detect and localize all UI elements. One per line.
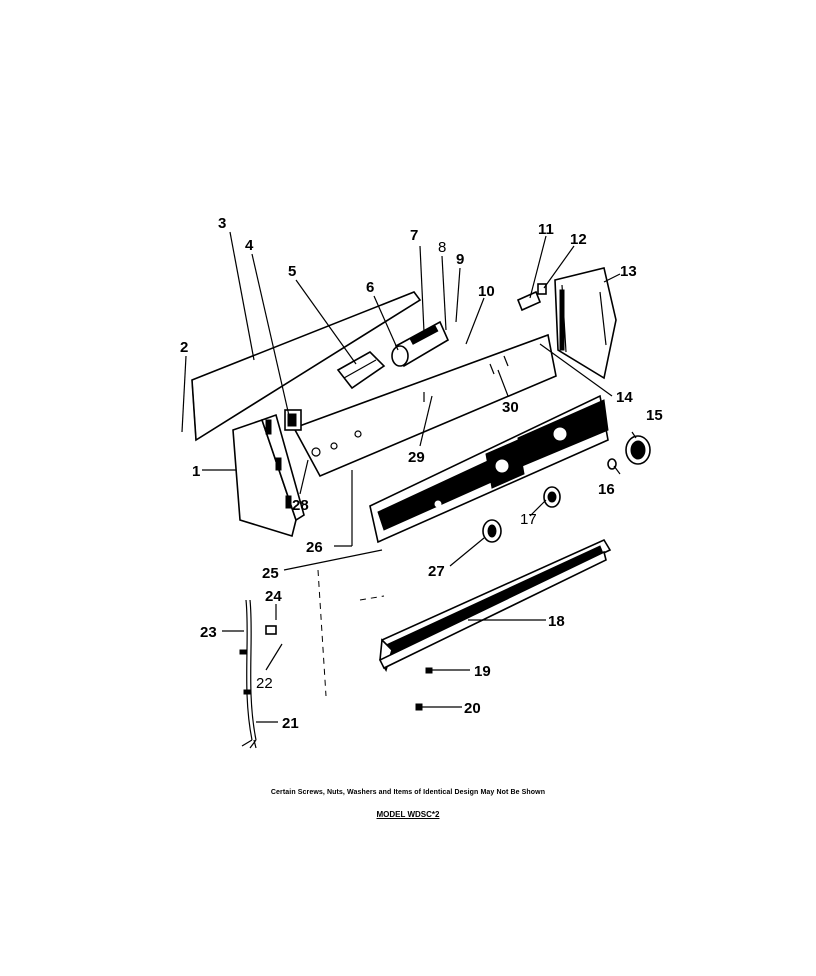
callout-1: 1: [192, 463, 200, 480]
clip-part-11: [516, 290, 542, 312]
callout-30: 30: [502, 399, 519, 416]
lower-trim-strip: [378, 538, 612, 672]
callout-9: 9: [456, 251, 464, 268]
callout-16: 16: [598, 481, 615, 498]
switch-block: [284, 409, 302, 431]
knob-15: [625, 435, 651, 465]
callout-23: 23: [200, 624, 217, 641]
callout-7: 7: [410, 227, 418, 244]
knob-17: [543, 486, 561, 508]
knob-27: [482, 519, 502, 543]
console-backsplash: [292, 333, 557, 478]
callout-5: 5: [288, 263, 296, 280]
screw-19: [425, 667, 433, 674]
callout-27: 27: [428, 563, 445, 580]
timer-assembly: [391, 320, 450, 368]
callout-17: 17: [520, 511, 537, 528]
callout-labels: 1 2 3 4 5 6 7 8 9 10 11 12 13 14 15 16 1…: [180, 215, 663, 732]
disclaimer-note: Certain Screws, Nuts, Washers and Items …: [270, 789, 546, 796]
callout-18: 18: [548, 613, 565, 630]
leader-lines: [181, 231, 637, 723]
callout-15: 15: [646, 407, 663, 424]
callout-28: 28: [292, 497, 309, 514]
callout-21: 21: [282, 715, 299, 732]
callout-2: 2: [180, 339, 188, 356]
callout-8: 8: [438, 239, 446, 256]
right-end-bracket: [554, 267, 617, 380]
callout-3: 3: [218, 215, 226, 232]
clip-part-12: [537, 283, 547, 295]
callout-20: 20: [464, 700, 481, 717]
callout-24: 24: [265, 588, 282, 605]
infinite-switch: [336, 351, 386, 390]
control-panel-face: [369, 394, 609, 544]
wire-harness: [239, 599, 257, 749]
rear-panel: [191, 291, 422, 442]
callout-6: 6: [366, 279, 374, 296]
callout-26: 26: [306, 539, 323, 556]
terminal-24: [265, 625, 277, 635]
callout-19: 19: [474, 663, 491, 680]
callout-4: 4: [245, 237, 254, 254]
left-end-cap: [232, 413, 305, 538]
model-number: MODEL WDSC*2: [376, 810, 440, 819]
callout-14: 14: [616, 389, 633, 406]
callout-10: 10: [478, 283, 495, 300]
callout-25: 25: [262, 565, 279, 582]
callout-12: 12: [570, 231, 587, 248]
callout-13: 13: [620, 263, 637, 280]
callout-22: 22: [256, 675, 273, 692]
callout-11: 11: [538, 221, 554, 238]
callout-29: 29: [408, 449, 425, 466]
